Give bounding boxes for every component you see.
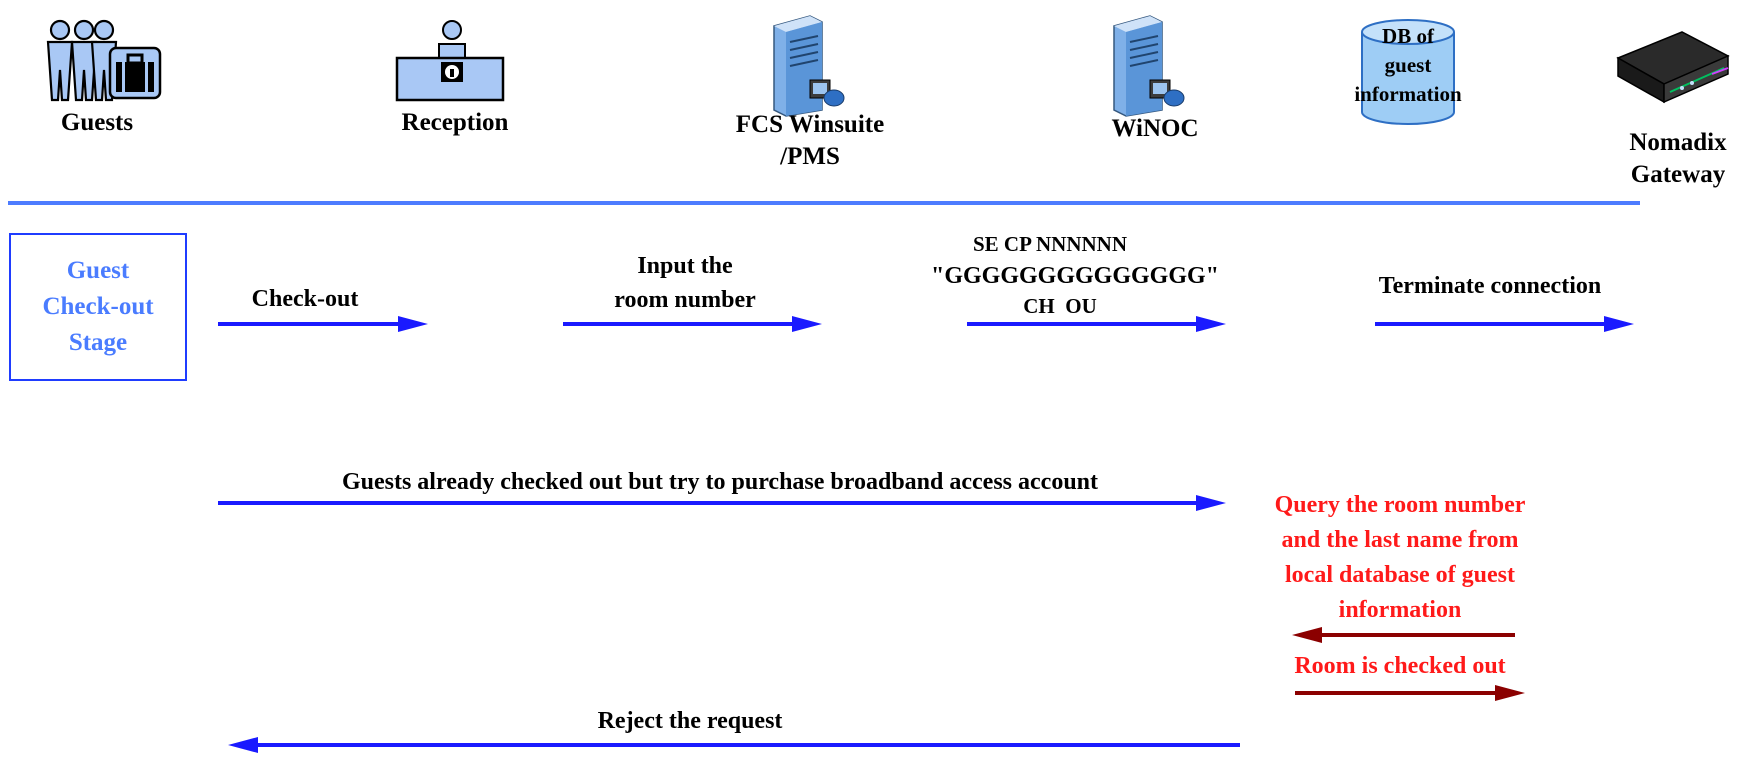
- fcs-label-line2: /PMS: [780, 143, 840, 170]
- winoc-server-icon: [1113, 15, 1185, 117]
- stage-box: Guest Check-out Stage: [9, 233, 187, 381]
- gateway-router-icon: [1616, 31, 1730, 104]
- stage-line1: Guest: [66, 257, 130, 284]
- msg-query-line1: Query the room number: [1274, 492, 1526, 518]
- msg-query-line4: information: [1338, 597, 1462, 623]
- msg-input-line1: Input the: [637, 253, 733, 279]
- msg-query-line2: and the last name from: [1281, 527, 1519, 553]
- msg-pms-line1: SE CP NNNNNN: [972, 232, 1127, 256]
- msg-reject: Reject the request: [597, 708, 783, 734]
- db-label-line3: information: [1354, 82, 1462, 106]
- msg-already-checked-out: Guests already checked out but try to pu…: [341, 469, 1099, 495]
- db-label-line1: DB of: [1382, 24, 1434, 48]
- guests-label: Guests: [60, 109, 134, 136]
- stage-line3: Stage: [68, 329, 128, 356]
- msg-checkout: Check-out: [251, 286, 359, 312]
- guests-icon: [46, 19, 162, 102]
- database-icon: [1361, 19, 1455, 125]
- msg-input-line2: room number: [614, 287, 756, 313]
- reception-desk-icon: [395, 20, 505, 102]
- msg-room-checked-out: Room is checked out: [1294, 653, 1506, 679]
- fcs-label-line1: FCS Winsuite: [735, 111, 885, 138]
- nomadix-label-line2: Gateway: [1630, 161, 1726, 188]
- winoc-label: WiNOC: [1111, 115, 1199, 142]
- pms-server-icon: [773, 15, 845, 117]
- db-label-line2: guest: [1384, 53, 1432, 77]
- reception-label: Reception: [401, 109, 509, 136]
- msg-pms-line2: "GGGGGGGGGGGGGG": [931, 263, 1219, 289]
- msg-terminate: Terminate connection: [1378, 273, 1602, 299]
- nomadix-label-line1: Nomadix: [1629, 129, 1727, 156]
- stage-line2: Check-out: [42, 293, 154, 320]
- msg-pms-line3: CH OU: [1023, 294, 1097, 318]
- msg-query-line3: local database of guest: [1285, 562, 1515, 588]
- stage-label: Guest Check-out Stage: [42, 253, 153, 361]
